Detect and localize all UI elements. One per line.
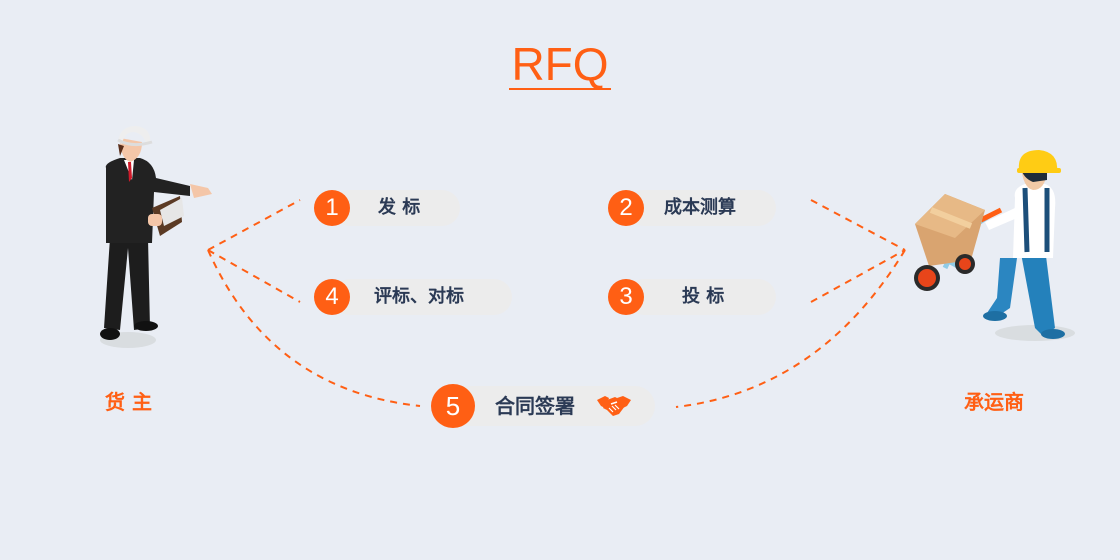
role-carrier: 承运商 (964, 390, 1024, 414)
role-shipper: 货 主 (105, 390, 152, 414)
step-label: 投 标 (682, 286, 725, 307)
step-number: 4 (314, 279, 350, 315)
step-3: 3 投 标 (608, 277, 778, 317)
line-shipper-to-step4 (207, 249, 301, 303)
line-step3-to-carrier (810, 249, 906, 303)
step-number: 3 (608, 279, 644, 315)
diagram-title: RFQ (511, 38, 609, 90)
line-step2-to-carrier (810, 199, 906, 251)
step-number: 5 (431, 384, 475, 428)
step-label: 评标、对标 (374, 286, 464, 307)
step-number: 2 (608, 190, 644, 226)
shipper-figure (100, 126, 212, 348)
carrier-figure (914, 150, 1075, 341)
step-label: 合同签署 (495, 394, 575, 418)
handshake-icon (597, 396, 631, 416)
line-shipper-to-step1 (207, 199, 301, 251)
step-1: 1 发 标 (314, 188, 460, 228)
step-2: 2 成本测算 (608, 188, 778, 228)
step-label: 发 标 (378, 197, 421, 218)
line-carrier-to-step5 (675, 249, 906, 408)
step-4: 4 评标、对标 (314, 277, 514, 317)
step-pill (332, 190, 460, 226)
step-pill (626, 190, 776, 226)
step-label: 成本测算 (664, 197, 736, 218)
step-pill (626, 279, 776, 315)
step-pill (332, 279, 512, 315)
title-underline (509, 88, 611, 90)
step-number: 1 (314, 190, 350, 226)
step-5: 5 合同签署 (431, 384, 661, 428)
line-shipper-to-step5 (207, 249, 421, 407)
